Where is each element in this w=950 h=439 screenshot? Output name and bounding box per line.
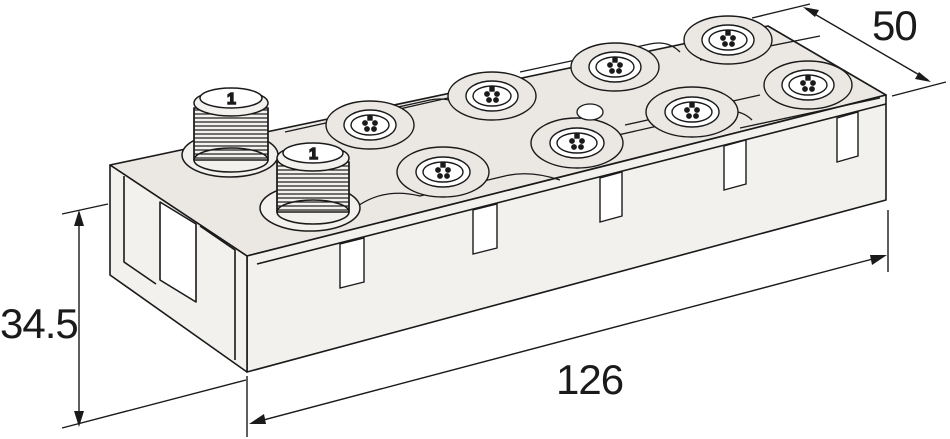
dimension-lines <box>61 3 947 437</box>
port-marker: 1 <box>309 146 318 163</box>
m8-socket <box>447 71 537 121</box>
m8-socket <box>570 42 660 92</box>
port-marker: 1 <box>227 91 236 108</box>
m8-socket <box>396 146 490 198</box>
m12-connector-front: 1 <box>259 142 361 232</box>
latch-tab <box>599 171 623 223</box>
m8-socket <box>325 100 415 150</box>
mounting-hole <box>576 103 604 121</box>
latch-tab <box>836 111 859 163</box>
height-dimension-label: 34.5 <box>0 300 78 347</box>
latch-tabs <box>339 111 859 289</box>
latch-tab <box>723 139 747 191</box>
latch-tab <box>339 237 365 289</box>
m8-socket <box>683 15 773 65</box>
m8-socket <box>763 60 853 110</box>
latch-tab <box>472 203 498 255</box>
m8-socket <box>530 117 624 169</box>
length-dimension-label: 126 <box>556 356 623 403</box>
m8-socket <box>645 86 739 138</box>
mounting-slot <box>159 201 197 303</box>
width-dimension-label: 50 <box>872 2 917 49</box>
m12-connector-rear: 1 <box>181 87 279 178</box>
